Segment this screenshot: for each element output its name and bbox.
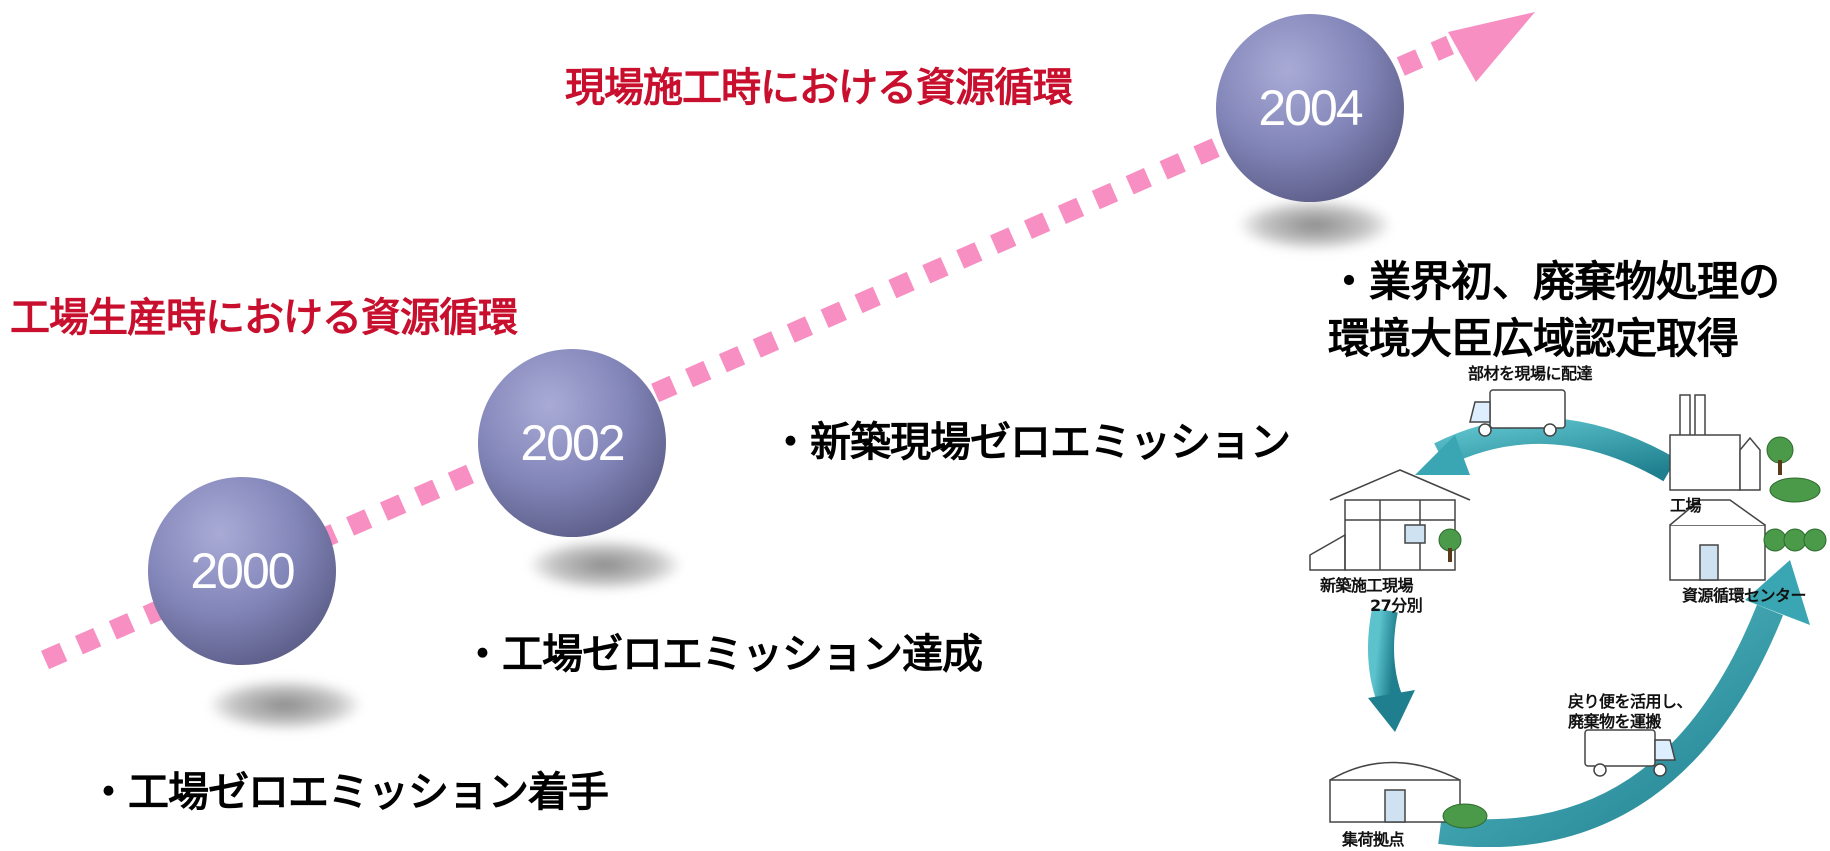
bullet-new-site-zero-emission: ・新築現場ゼロエミッション: [770, 418, 1291, 466]
bullet-factory-zero-emission-start: ・工場ゼロエミッション着手: [88, 768, 609, 816]
tree-icon-center: [1763, 528, 1827, 552]
bullet-factory-zero-emission-achieved: ・工場ゼロエミッション達成: [462, 630, 983, 678]
bullet-2004-line1: ・業界初、廃棄物処理の: [1328, 257, 1780, 306]
timeline-arrowhead: [1448, 12, 1535, 82]
heading-site-recycling: 現場施工時における資源循環: [565, 65, 1073, 111]
cycle-arrowhead-top: [1415, 435, 1470, 475]
year-label-2002: 2002: [520, 415, 625, 471]
year-ball-2004: 2004: [1216, 14, 1404, 202]
label-collection-hub: 集荷拠点: [1342, 830, 1405, 849]
recycling-center-icon: [1669, 499, 1766, 581]
label-factory: 工場: [1670, 496, 1702, 515]
ball-shadow-2000: [210, 680, 360, 730]
label-return-trip-line1: 戻り便を活用し、: [1568, 692, 1693, 711]
cycle-illustration: [1309, 389, 1827, 848]
label-27-sorting: 27分別: [1370, 596, 1423, 615]
label-return-trip-line2: 廃棄物を運搬: [1568, 712, 1662, 731]
label-new-construction-site: 新築施工現場: [1320, 576, 1414, 595]
year-ball-2000: 2000: [148, 477, 336, 665]
cycle-arrowhead-bottom: [1745, 560, 1810, 625]
bullet-2004-line2: 環境大臣広域認定取得: [1328, 314, 1739, 363]
truck-icon-return: [1584, 729, 1676, 777]
year-label-2000: 2000: [190, 543, 295, 599]
bush-icon-hub: [1442, 803, 1488, 829]
ball-shadow-2002: [530, 540, 680, 590]
cycle-arrow-bottom: [1438, 604, 1783, 848]
heading-factory-recycling: 工場生産時における資源循環: [10, 295, 518, 341]
truck-icon-top: [1469, 389, 1566, 437]
label-recycling-center: 資源循環センター: [1682, 586, 1807, 605]
recycling-cycle-diagram: 部材を現場に配達 工場 新築施工現場 27分別 資源循環センター 戻り便を活用し…: [1290, 360, 1830, 849]
cycle-arrow-left: [1368, 607, 1403, 705]
year-ball-2002: 2002: [478, 349, 666, 537]
ball-shadow-2004: [1240, 200, 1390, 250]
warehouse-icon: [1329, 761, 1461, 823]
label-deliver-materials: 部材を現場に配達: [1468, 364, 1593, 383]
tree-icon: [1766, 436, 1821, 503]
year-label-2004: 2004: [1258, 80, 1363, 136]
house-icon: [1309, 469, 1471, 571]
factory-icon: [1669, 394, 1761, 491]
tree-icon-site: [1438, 528, 1462, 562]
cycle-arrow-top: [1434, 417, 1677, 482]
cycle-arrowhead-left: [1368, 690, 1415, 732]
